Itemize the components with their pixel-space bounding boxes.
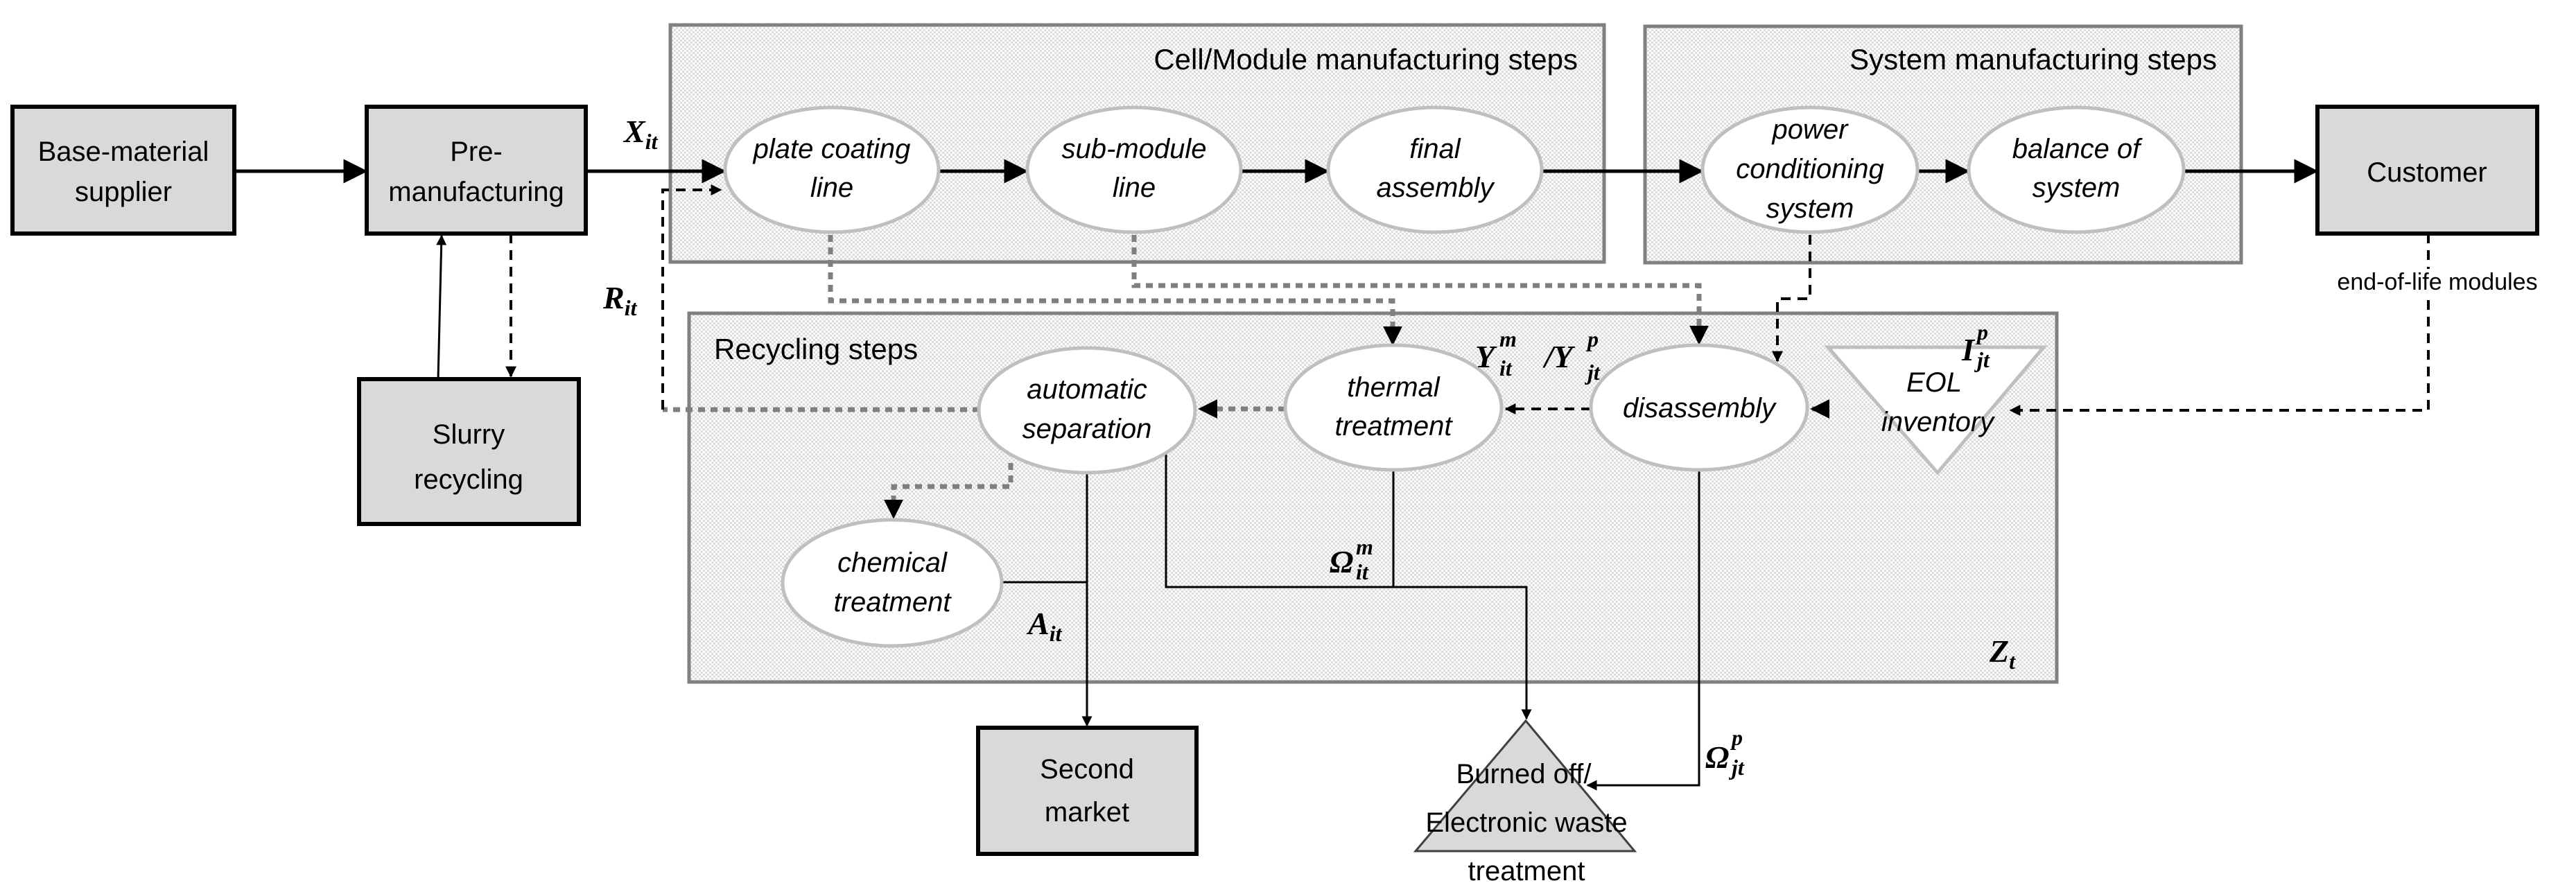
node-automatic-separation[interactable]: automatic separation [977,346,1197,475]
pre-manufacturing-label-line1: Pre- [450,137,503,167]
arrow-slurry-to-pre [436,234,447,380]
eol-label-line2: inventory [1881,407,1996,437]
var-y-m-it: Y [1475,339,1497,374]
slurry-label-line1: Slurry [433,419,505,450]
node-thermal-treatment[interactable]: thermal treatment [1283,343,1504,472]
var-y-p-sub: jt [1584,360,1601,385]
separation-label-line1: automatic [1027,374,1147,405]
chemical-label-line2: treatment [834,587,952,618]
node-balance-of-system[interactable]: balance of system [1967,105,2186,234]
node-power-conditioning-system[interactable]: power conditioning system [1700,105,1920,234]
eol-label-line1: EOL [1906,367,1962,398]
node-plate-coating-line[interactable]: plate coating line [723,105,941,234]
var-y-p-jt: /Y [1542,339,1576,374]
var-i-p-sup: p [1975,320,1988,344]
balance-label-line2: system [2033,173,2121,203]
separation-label-line2: separation [1022,414,1152,444]
arrow-separation-to-chemical [884,463,1013,519]
var-x-it: Xit [623,114,659,154]
arrow-disassembly-to-waste [1586,470,1700,791]
disassembly-label: disassembly [1623,393,1777,423]
var-z-t: Zt [1989,633,2016,674]
var-omega-p-sub: jt [1728,755,1745,780]
power-label-line2: conditioning [1736,154,1884,184]
waste-label-line2: Electronic waste [1425,807,1627,838]
var-omega-p-jt: Ω [1705,740,1729,775]
plate-coating-label-line1: plate coating [753,134,911,164]
power-label-line3: system [1766,193,1854,224]
arrow-r-to-plate [661,184,722,410]
var-i-p-sub: jt [1974,347,1990,372]
node-chemical-treatment[interactable]: chemical treatment [781,518,1004,648]
end-of-life-label-bg [2308,269,2566,294]
node-sub-module-line[interactable]: sub-module line [1025,105,1243,234]
var-r-it: Rit [602,280,638,320]
base-material-supplier-box[interactable]: Base-material supplier [10,105,236,236]
customer-label: Customer [2367,157,2487,188]
base-material-label-line1: Base-material [38,137,209,167]
node-eol-inventory[interactable]: EOL inventory [1824,345,2048,475]
waste-treatment-node[interactable]: Burned off/ Electronic waste treatment [1413,719,1637,886]
var-omega-m-sub: it [1356,559,1369,584]
waste-triangle [1413,719,1637,852]
end-of-life-label: end-of-life modules [2337,269,2537,295]
var-a-it: Ait [1026,606,1063,646]
arrow-separation-to-waste [1165,451,1532,720]
cell-module-group-title: Cell/Module manufacturing steps [1154,43,1578,76]
eol-inventory-triangle [1824,345,2048,475]
pre-manufacturing-box[interactable]: Pre- manufacturing [365,105,588,236]
thermal-label-line2: treatment [1335,411,1454,441]
customer-box[interactable]: Customer [2315,105,2539,236]
final-assembly-label-line2: assembly [1377,173,1496,203]
var-y-p-sup: p [1585,326,1599,351]
slurry-label-line2: recycling [414,464,523,495]
sub-module-label-line1: sub-module [1061,134,1206,164]
system-group-title: System manufacturing steps [1850,43,2217,76]
balance-label-line1: balance of [2012,134,2143,164]
waste-label-line3: treatment [1468,856,1585,886]
thermal-label-line1: thermal [1347,372,1440,403]
chemical-label-line1: chemical [837,548,948,578]
second-market-label-line1: Second [1040,754,1134,785]
node-disassembly[interactable]: disassembly [1589,343,1809,472]
arrow-plate-to-thermal [828,235,1402,346]
var-y-m-sup: m [1499,326,1517,351]
node-final-assembly[interactable]: final assembly [1326,105,1544,234]
power-label-line1: power [1772,114,1850,145]
base-material-label-line2: supplier [75,177,172,207]
second-market-box[interactable]: Second market [976,726,1199,856]
var-omega-m-it: Ω [1330,544,1353,579]
plate-coating-label-line2: line [810,173,853,203]
waste-label-line1: Burned off/ [1456,759,1592,789]
arrow-submodule-to-disassembly [1131,235,1709,345]
var-omega-m-sup: m [1356,534,1373,559]
second-market-label-line2: market [1045,797,1129,828]
var-omega-p-sup: p [1730,725,1743,750]
pre-manufacturing-label-line2: manufacturing [388,177,564,207]
recycling-group-title: Recycling steps [714,333,918,365]
slurry-recycling-box[interactable]: Slurry recycling [357,377,581,526]
var-y-m-sub: it [1499,356,1513,381]
var-i-p-jt: I [1961,332,1976,367]
sub-module-label-line2: line [1113,173,1156,203]
final-assembly-label-line1: final [1409,134,1461,164]
